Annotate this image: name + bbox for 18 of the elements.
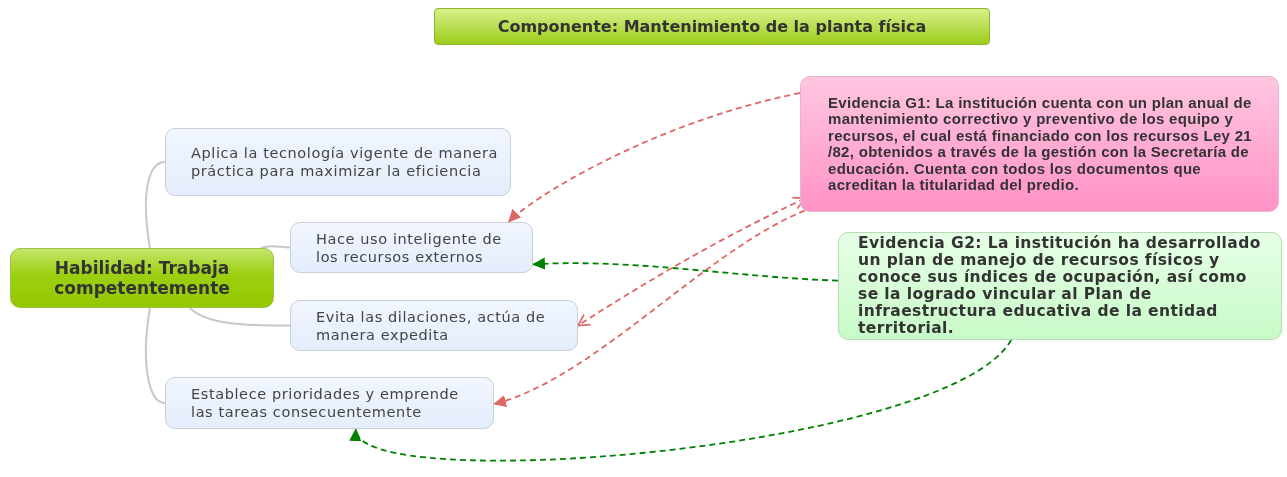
- node-text: Evita las dilaciones, actúa de manera expedita: [316, 307, 547, 344]
- dashed-arrow: [532, 257, 839, 282]
- subtopic-box: [290, 300, 578, 351]
- node-text: Habilidad: Trabaja competentemente: [53, 258, 231, 298]
- subtopic-box: [165, 128, 511, 196]
- node-text: Aplica la tecnología vigente de manera práctica para maximizar la eficiencia: [191, 144, 500, 180]
- dashed-arrow: [507, 92, 801, 223]
- node-text: Hace uso inteligente de los recursos externos: [316, 229, 503, 266]
- connector-line: [144, 161, 166, 249]
- connector-line: [188, 307, 291, 327]
- connector-line: [144, 307, 166, 404]
- title-banner: Componente: Mantenimiento de la planta física: [434, 8, 990, 45]
- topic-box: [10, 248, 274, 308]
- evidence-box: [800, 76, 1279, 212]
- node-text: Evidencia G2: La institución ha desarrollado un plan de manejo de recursos físicos y conoce sus índices de ocupación, así como se la logrado vincular al Plan de infraestructura educativa de la entidad territorial.: [858, 235, 1262, 337]
- subtopic-box: [290, 222, 533, 273]
- node-text: Evidencia G1: La institución cuenta con un plan anual de mantenimiento correctivo y preventivo de los equipo y recursos, el cual está financiado con los recursos Ley 21 /82, obtenidos a través de la gestión con la Secretaría de educación. Cuenta con todos los documentos que acreditan la titularidad del predio.: [828, 94, 1253, 194]
- connector-line: [259, 245, 291, 249]
